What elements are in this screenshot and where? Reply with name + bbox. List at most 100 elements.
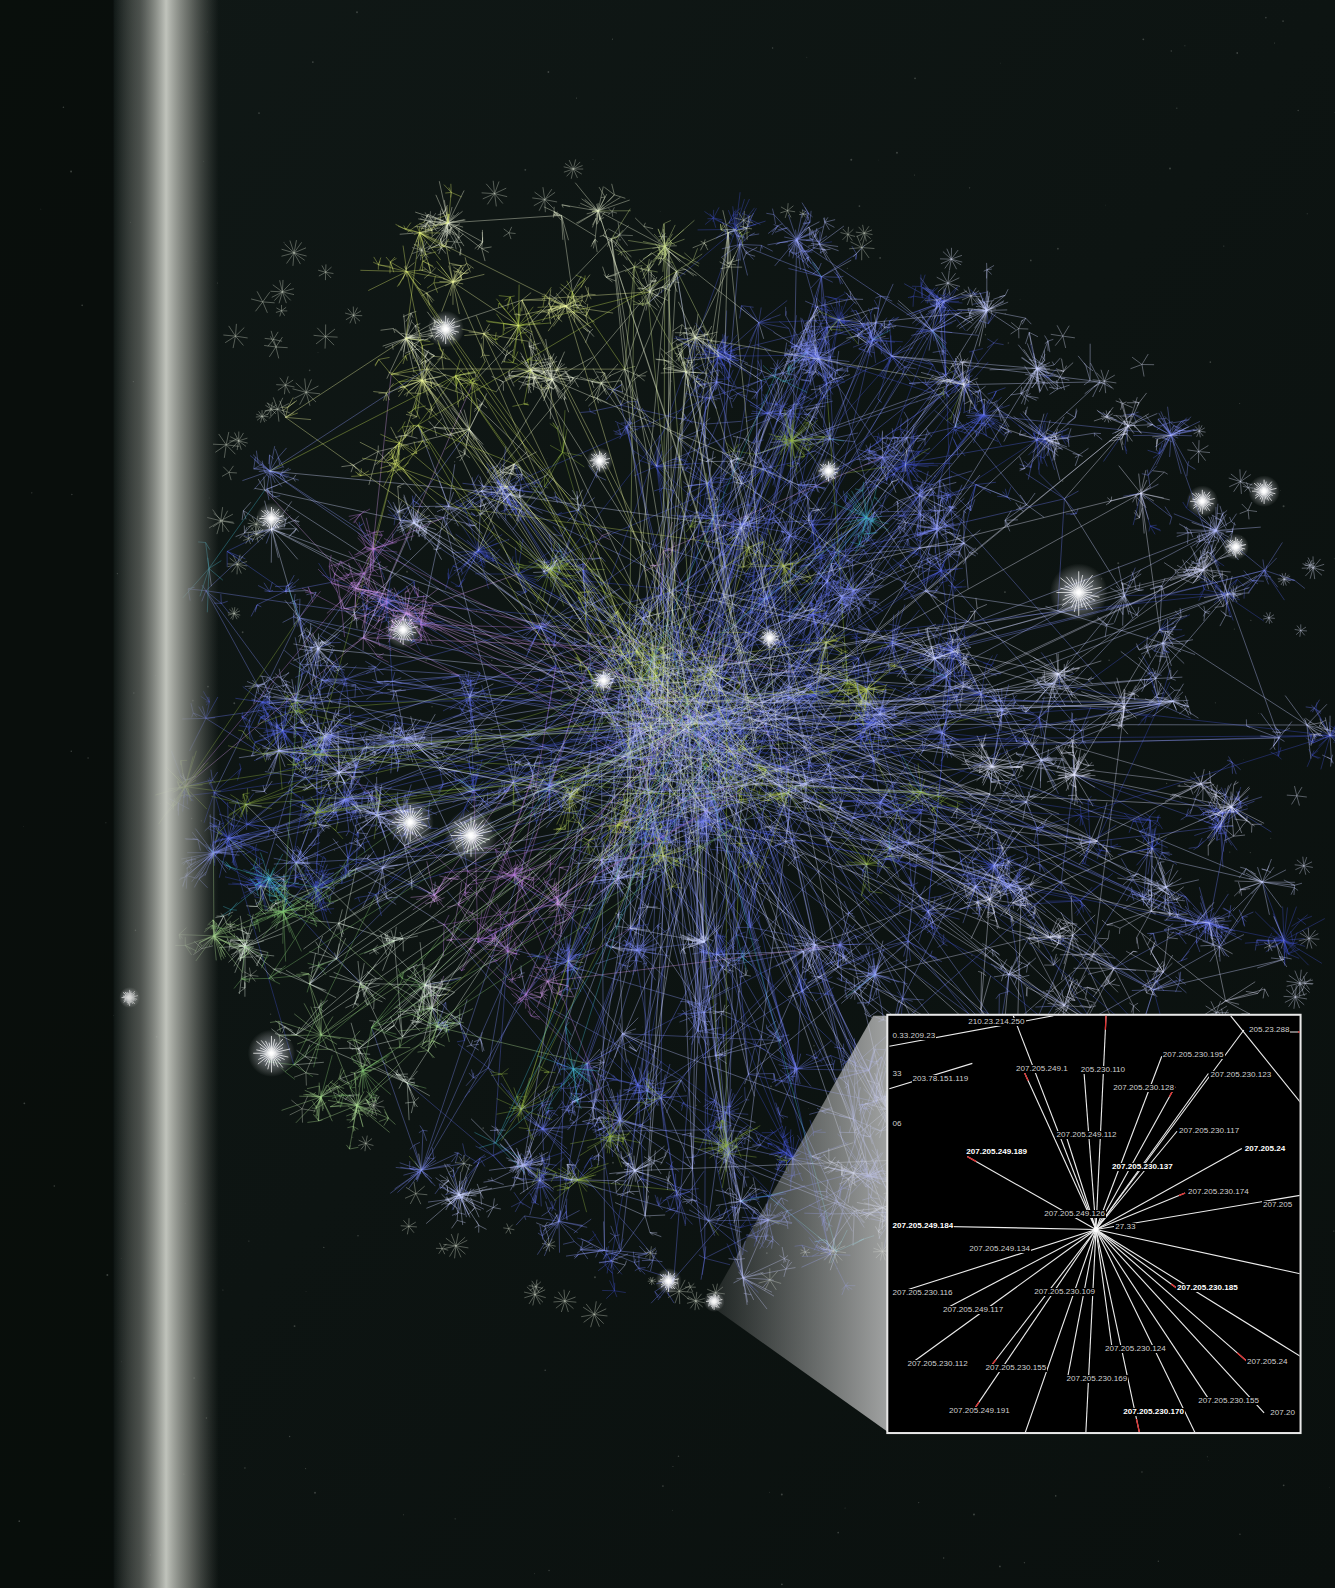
star-rays <box>389 616 418 644</box>
dust-speck <box>294 1325 296 1327</box>
ip-address-label: 207.205.230.116 <box>891 1289 953 1297</box>
dust-speck <box>813 1045 815 1047</box>
dust-speck <box>969 187 970 188</box>
dust-speck <box>1280 490 1282 492</box>
starburst <box>445 809 498 862</box>
dust-speck <box>1283 1484 1285 1486</box>
inset-link <box>1096 1229 1264 1412</box>
star-rays <box>1252 480 1277 504</box>
dust-speck <box>305 1290 307 1292</box>
network-link-bundle <box>179 203 1335 1272</box>
ip-address-label: 207.205.230.169 <box>1066 1375 1129 1383</box>
starburst <box>758 626 782 650</box>
dust-speck <box>352 1137 353 1138</box>
star-glow <box>758 626 782 650</box>
dust-speck <box>1209 361 1211 363</box>
dust-speck <box>455 1518 456 1519</box>
dust-speck <box>1234 629 1235 630</box>
dust-speck <box>433 921 434 922</box>
starburst <box>387 799 434 846</box>
dust-speck <box>546 458 548 460</box>
dust-speck <box>878 159 880 161</box>
link-end-mark <box>1105 1016 1107 1030</box>
dust-speck <box>768 1491 770 1493</box>
ip-address-label: 205.230.110 <box>1080 1066 1126 1074</box>
inset-link <box>1084 1069 1096 1229</box>
inset-links <box>889 1016 1299 1432</box>
dust-speck <box>1239 1533 1240 1534</box>
star-rays <box>818 461 838 481</box>
dust-speck <box>305 1468 306 1469</box>
star-glow <box>591 667 617 693</box>
dust-speck <box>357 1235 359 1237</box>
dust-speck <box>918 1502 919 1503</box>
inset-link <box>1096 1074 1208 1230</box>
dust-speck <box>533 1573 535 1575</box>
starburst <box>1248 475 1280 507</box>
star-rays <box>259 507 284 531</box>
star-rays <box>392 805 429 841</box>
dust-speck <box>31 492 32 493</box>
inset-link <box>967 1157 1096 1230</box>
star-rays <box>253 1036 290 1072</box>
star-glow <box>385 612 422 649</box>
dust-speck <box>23 826 25 828</box>
dust-speck <box>781 1583 783 1585</box>
dust-speck <box>781 1493 783 1495</box>
inset-link <box>893 1229 1096 1294</box>
star-rays <box>658 1272 678 1292</box>
dust-speck <box>463 500 465 502</box>
inset-link <box>1025 1229 1096 1432</box>
dust-speck <box>678 1455 680 1457</box>
dust-speck <box>105 822 106 823</box>
star-glow <box>1223 534 1249 560</box>
dust-speck <box>987 853 988 854</box>
star-rays <box>594 671 614 691</box>
dust-speck <box>594 1276 596 1278</box>
dust-speck <box>71 750 73 752</box>
star-rays <box>431 316 460 344</box>
inset-link <box>1023 1069 1096 1229</box>
dust-speck <box>1169 168 1171 170</box>
star-rays <box>1056 571 1101 616</box>
dust-speck <box>1250 852 1251 853</box>
dust-speck <box>1019 298 1021 300</box>
dust-speck <box>1333 558 1335 560</box>
star-glow <box>586 448 612 474</box>
dust-speck <box>772 47 774 49</box>
dust-speck <box>672 1466 673 1467</box>
ip-address-label: 207.205.230.137 <box>1111 1163 1174 1171</box>
dust-speck <box>403 1514 404 1515</box>
inset-link <box>1096 1229 1140 1432</box>
dust-speck <box>376 904 377 905</box>
dust-speck <box>524 169 526 171</box>
page-edge-shadow <box>0 0 113 1588</box>
dust-speck <box>87 757 88 758</box>
dust-speck <box>1207 1459 1209 1461</box>
star-glow <box>655 1268 681 1294</box>
inset-link <box>970 1229 1096 1414</box>
dust-speck <box>220 605 222 607</box>
dust-speck <box>943 1557 944 1558</box>
inset-link <box>1231 1016 1300 1104</box>
dust-speck <box>612 39 613 40</box>
dust-speck <box>612 1162 614 1164</box>
dust-speck <box>283 767 285 769</box>
dust-speck <box>312 61 314 63</box>
ip-address-label: 207.205.230.195 <box>1162 1051 1225 1059</box>
ip-address-label: 207.205.230.109 <box>1033 1288 1096 1296</box>
dust-speck <box>287 510 289 512</box>
dust-speck <box>1166 783 1167 784</box>
dust-speck <box>1108 659 1110 661</box>
dust-speck <box>1081 670 1082 671</box>
link-end-mark <box>1136 1419 1139 1432</box>
ip-address-label: 06 <box>891 1120 902 1128</box>
network-link-bundle <box>185 509 742 1131</box>
ip-address-label: 207.205.249.126 <box>1043 1210 1106 1218</box>
starburst <box>385 612 422 649</box>
dust-speck <box>406 571 408 573</box>
dust-speck <box>850 159 852 161</box>
dust-speck <box>1008 342 1009 343</box>
